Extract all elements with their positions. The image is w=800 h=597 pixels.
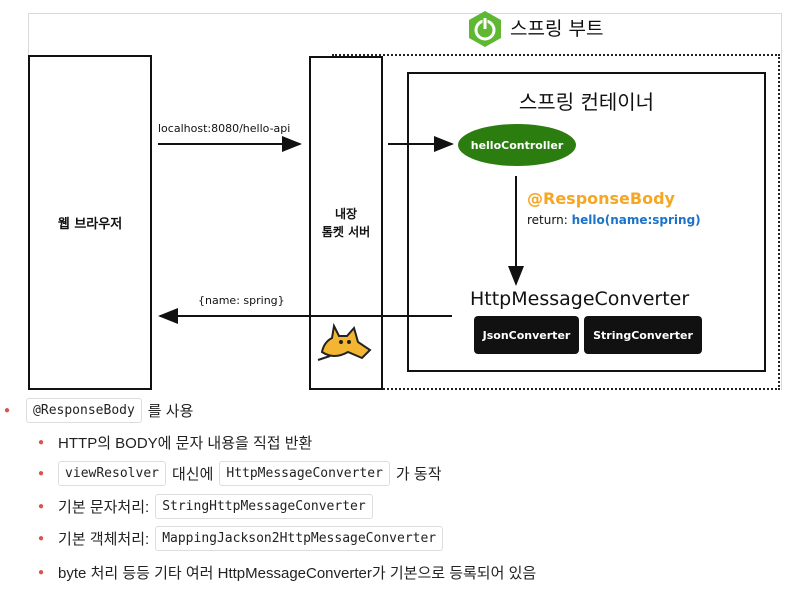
server-label-line2: 톰켓 서버 bbox=[321, 225, 371, 239]
bullet-icon: ● bbox=[38, 468, 45, 479]
hello-controller-label: helloController bbox=[470, 138, 564, 152]
return-prefix: return: bbox=[527, 213, 568, 227]
note-sub-3: ● 기본 문자처리: StringHttpMessageConverter bbox=[38, 494, 373, 519]
bullet-icon: ● bbox=[38, 533, 45, 544]
note-sub-5: ● byte 처리 등등 기타 여러 HttpMessageConverter가… bbox=[38, 562, 536, 583]
string-converter-box: StringConverter bbox=[584, 316, 702, 354]
http-message-converter-title: HttpMessageConverter bbox=[470, 288, 690, 310]
note-text: HTTP의 BODY에 문자 내용을 직접 반환 bbox=[58, 435, 313, 452]
hello-controller-node: helloController bbox=[458, 124, 576, 166]
note-code: HttpMessageConverter bbox=[219, 461, 390, 486]
spring-boot-title: 스프링 부트 bbox=[510, 18, 604, 40]
note-code: MappingJackson2HttpMessageConverter bbox=[155, 526, 444, 551]
spring-container-title: 스프링 컨테이너 bbox=[518, 90, 655, 114]
note-text: byte 처리 등등 기타 여러 HttpMessageConverter가 기… bbox=[58, 565, 537, 582]
bullet-icon: ● bbox=[38, 437, 45, 448]
bullet-icon: ● bbox=[38, 567, 45, 578]
spring-power-icon bbox=[469, 11, 501, 47]
web-browser-box: 웹 브라우저 bbox=[28, 55, 152, 390]
embedded-tomcat-label: 내장 톰켓 서버 bbox=[309, 205, 383, 241]
bullet-icon: ● bbox=[4, 405, 11, 416]
web-browser-label: 웹 브라우저 bbox=[57, 217, 123, 232]
json-converter-box: JsonConverter bbox=[474, 316, 579, 354]
note-text: 기본 문자처리: bbox=[58, 499, 150, 516]
json-converter-label: JsonConverter bbox=[482, 328, 571, 342]
bullet-icon: ● bbox=[38, 501, 45, 512]
diagram-arrows bbox=[158, 136, 524, 324]
string-converter-label: StringConverter bbox=[593, 328, 693, 342]
response-body-annotation: @ResponseBody bbox=[527, 189, 675, 208]
note-code: StringHttpMessageConverter bbox=[155, 494, 373, 519]
note-code: viewResolver bbox=[58, 461, 166, 486]
note-code: @ResponseBody bbox=[26, 398, 142, 423]
embedded-tomcat-box bbox=[309, 56, 383, 390]
note-sub-4: ● 기본 객체처리: MappingJackson2HttpMessageCon… bbox=[38, 526, 444, 551]
request-url-label: localhost:8080/hello-api bbox=[158, 122, 291, 135]
return-value: hello(name:spring) bbox=[571, 213, 701, 227]
note-text: 가 동작 bbox=[395, 466, 442, 483]
note-sub-1: ● HTTP의 BODY에 문자 내용을 직접 반환 bbox=[38, 432, 312, 453]
server-label-line1: 내장 bbox=[334, 207, 358, 221]
note-item-1: ● @ResponseBody 를 사용 bbox=[4, 398, 193, 423]
tomcat-logo-icon bbox=[317, 322, 372, 361]
note-text: 대신에 bbox=[171, 466, 214, 483]
response-json-label: {name: spring} bbox=[198, 294, 285, 307]
note-sub-2: ● viewResolver 대신에 HttpMessageConverter … bbox=[38, 461, 442, 486]
note-text: 를 사용 bbox=[147, 403, 194, 420]
return-statement: return: hello(name:spring) bbox=[527, 213, 701, 227]
note-text: 기본 객체처리: bbox=[58, 531, 150, 548]
